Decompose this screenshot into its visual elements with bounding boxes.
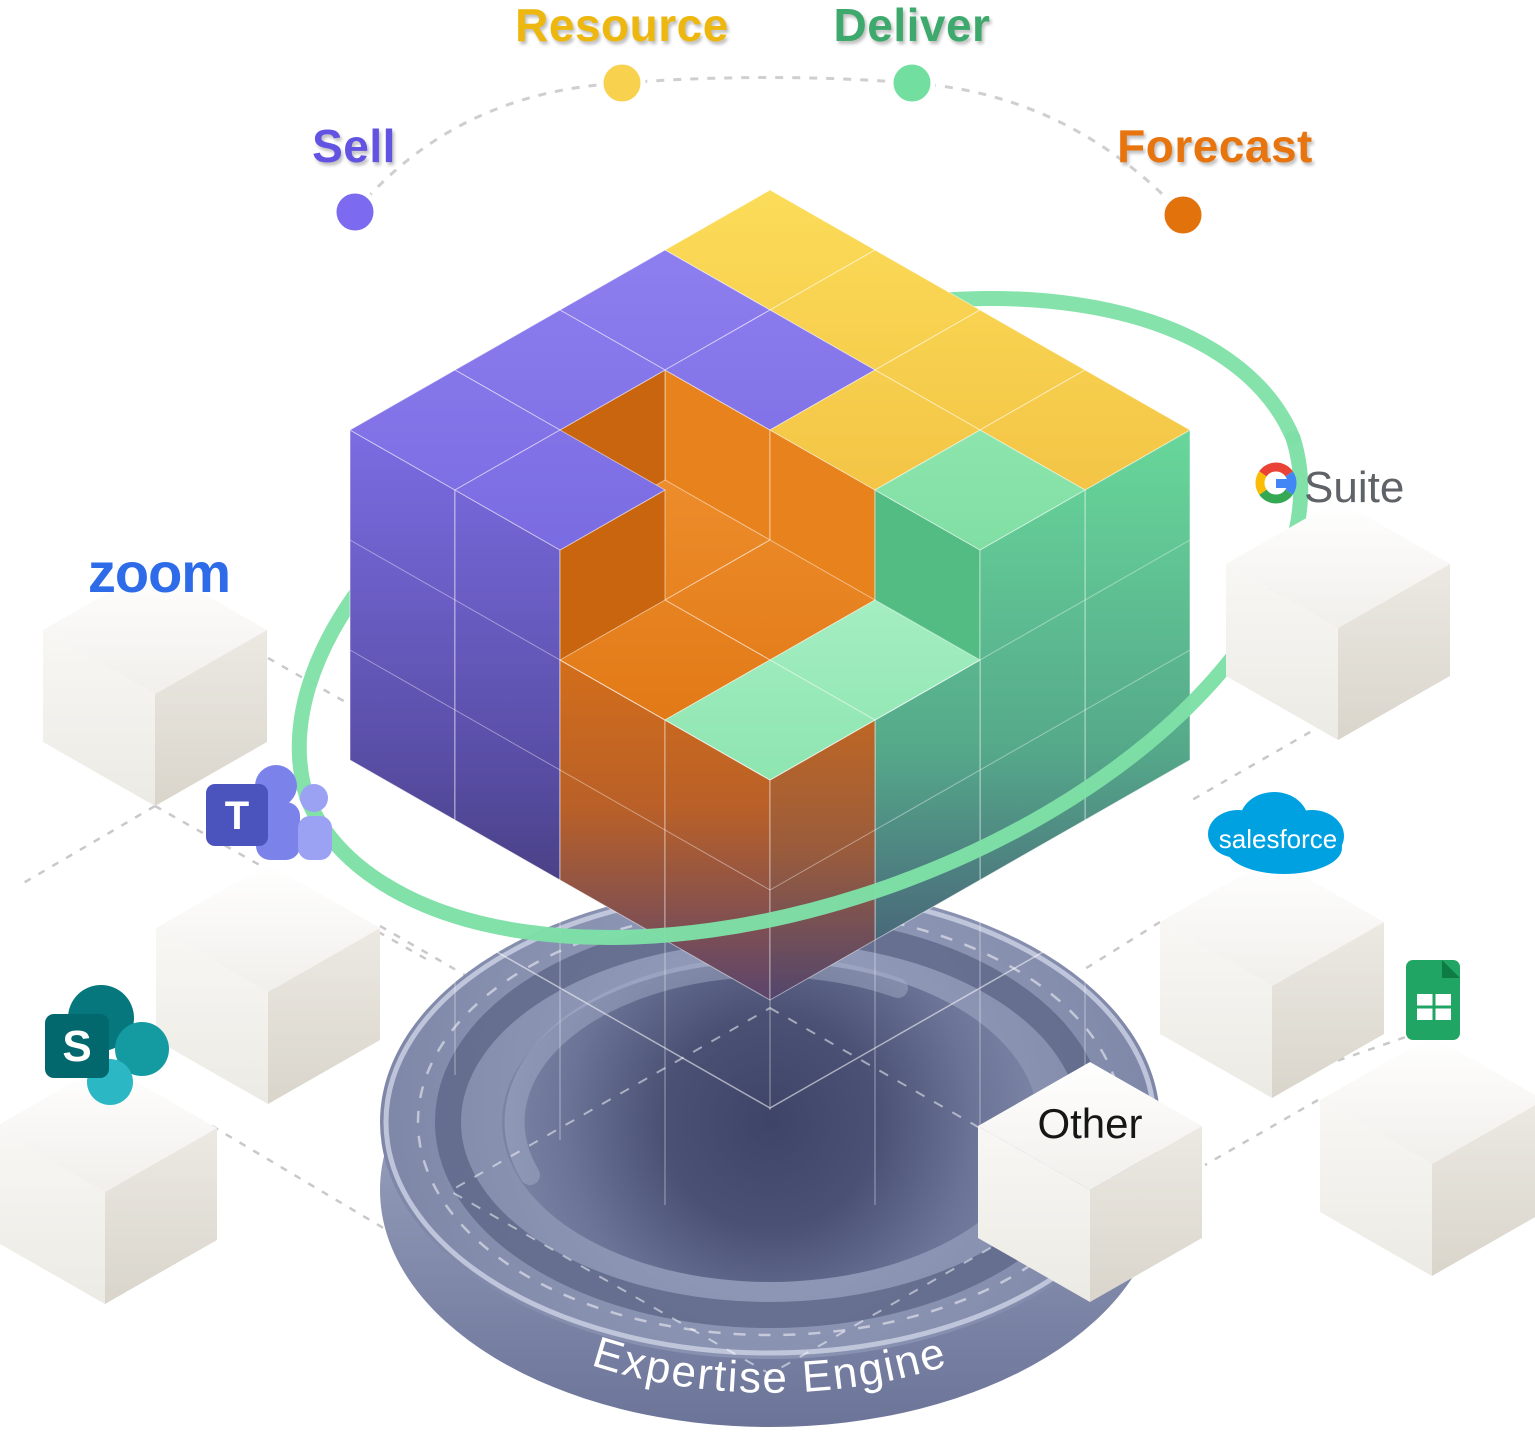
integration-cube-other: Other	[978, 1062, 1202, 1302]
stage-dot-forecast	[1159, 191, 1207, 239]
cube-top-face	[1160, 858, 1384, 986]
projection-lines	[447, 820, 1093, 1376]
stage-label-forecast: Forecast	[1117, 120, 1313, 172]
g-suite-logo: Suite	[1255, 462, 1404, 512]
integration-cube-g-suite: Suite	[1226, 462, 1450, 740]
cube-right-face	[1090, 1126, 1202, 1302]
stage-label-resource: Resource	[515, 0, 729, 51]
cube-right-face	[1432, 1105, 1535, 1276]
cube-left-face	[43, 630, 155, 806]
cube-left-face	[0, 1132, 105, 1304]
cube-top-face	[978, 1062, 1202, 1190]
cube-left-face	[1160, 922, 1272, 1098]
cube-right-face	[1272, 922, 1384, 1098]
cube-top-face	[1226, 500, 1450, 628]
integration-cube-microsoft-teams: T	[156, 765, 380, 1104]
center-cube	[349, 189, 1191, 1001]
cube-top-face	[1320, 1036, 1535, 1164]
sharepoint-icon: S	[45, 985, 169, 1105]
integration-cube-zoom: zoom	[43, 541, 267, 806]
cycle-arc	[353, 76, 1185, 217]
cube-top-face	[0, 1064, 217, 1192]
cube-left-face	[1226, 564, 1338, 740]
stage-label-sell: Sell	[312, 120, 396, 172]
cube-left-face	[156, 928, 268, 1104]
stage-dot-resource	[598, 59, 646, 107]
cube-left-face	[978, 1126, 1090, 1302]
svg-text:T: T	[225, 794, 249, 838]
svg-text:S: S	[62, 1022, 91, 1071]
salesforce-icon: salesforce	[1208, 792, 1344, 874]
google-sheets-icon	[1406, 960, 1460, 1040]
integration-cube-sharepoint: S	[0, 985, 217, 1304]
cube-right-face	[268, 928, 380, 1104]
cube-top-face	[156, 864, 380, 992]
cube-top-face	[43, 566, 267, 694]
salesforce-label: salesforce	[1219, 824, 1338, 854]
other-label: Other	[1037, 1100, 1142, 1147]
cube-right-face	[155, 630, 267, 806]
stage-label-deliver: Deliver	[834, 0, 991, 51]
integration-cube-salesforce: salesforce	[1160, 792, 1384, 1098]
cube-right-face	[1338, 564, 1450, 740]
cube-right-face	[105, 1128, 217, 1304]
microsoft-teams-icon: T	[206, 765, 332, 860]
g-suite-label: Suite	[1304, 463, 1404, 512]
stage-dot-deliver	[888, 59, 936, 107]
integration-cube-google-sheets	[1320, 960, 1535, 1276]
cube-left-face	[1320, 1100, 1432, 1276]
stage-dot-sell	[331, 188, 379, 236]
zoom-logo: zoom	[88, 541, 230, 604]
